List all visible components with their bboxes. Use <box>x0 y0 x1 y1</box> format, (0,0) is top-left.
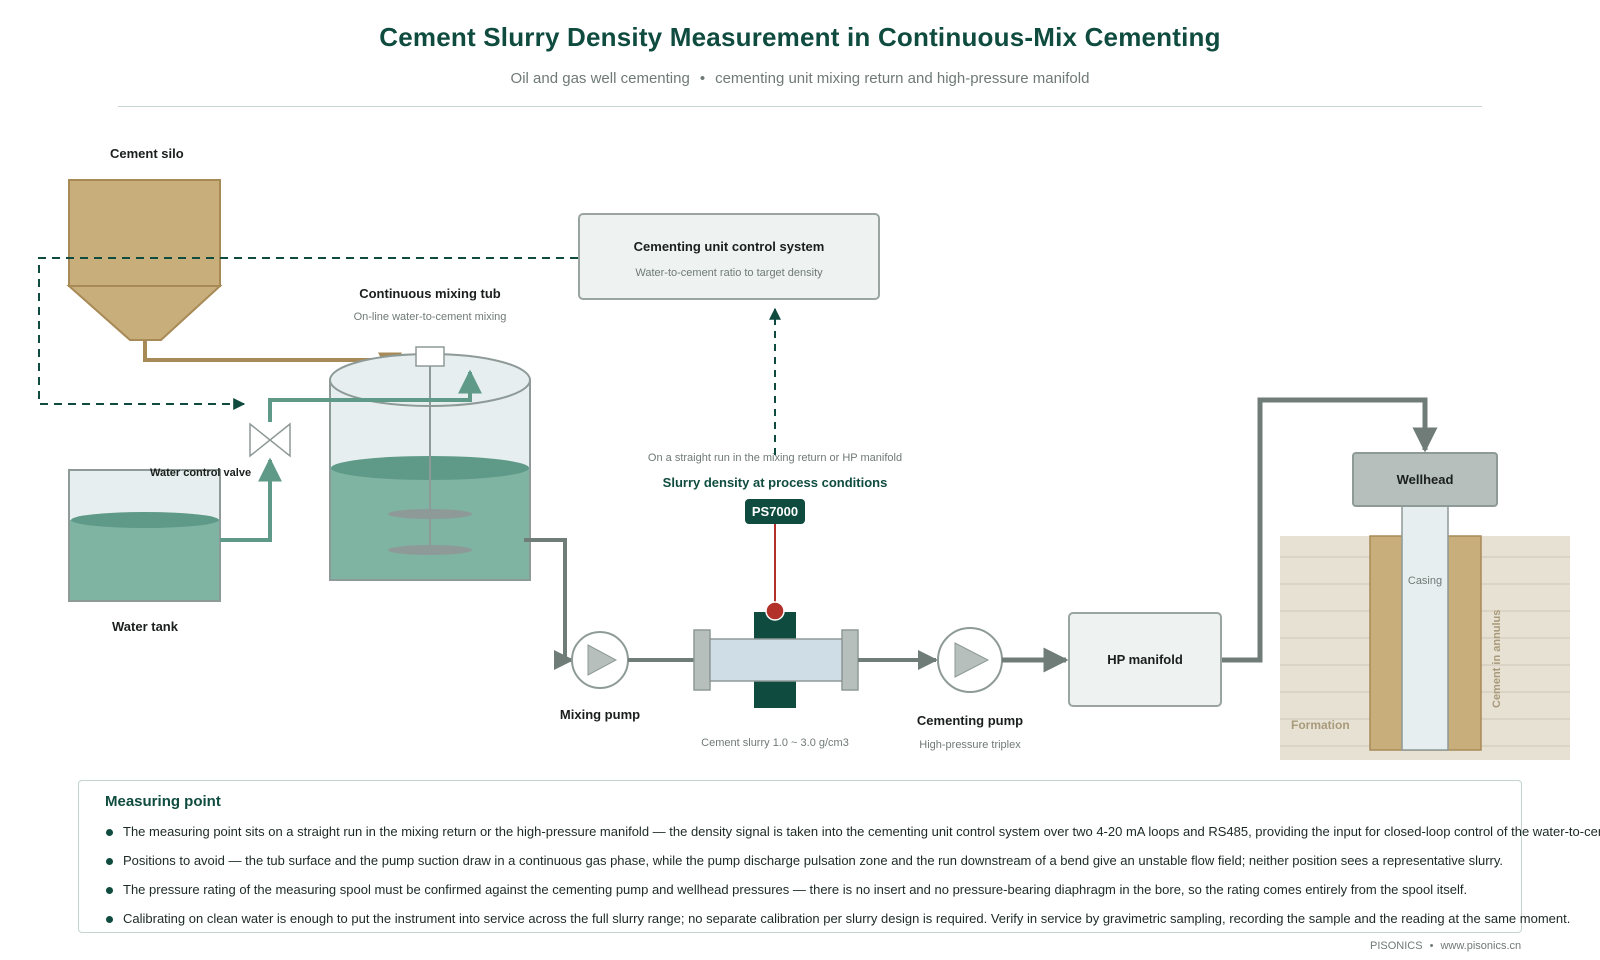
footer-brand: PISONICS <box>1370 940 1423 952</box>
mixing-pump-label: Mixing pump <box>559 707 641 722</box>
measuring-location-note: On a straight run in the mixing return o… <box>647 452 903 464</box>
page-subtitle: Oil and gas well cementing • cementing uni… <box>0 70 1600 87</box>
notes-list: The measuring point sits on a straight r… <box>105 823 1600 939</box>
slurry-range-label: Cement slurry 1.0 ~ 3.0 g/cm3 <box>701 737 849 749</box>
control-system-sublabel: Water-to-cement ratio to target density <box>635 267 823 279</box>
well-formation <box>1280 503 1570 760</box>
mixing-pump <box>571 631 629 689</box>
water-tank-label: Water tank <box>112 619 178 634</box>
note-item: The pressure rating of the measuring spo… <box>105 881 1600 910</box>
tub-outlet-line <box>524 538 574 670</box>
hp-manifold-box: HP manifold <box>1068 612 1222 707</box>
mixing-tub-sublabel: On-line water-to-cement mixing <box>353 311 507 323</box>
note-item: Calibrating on clean water is enough to … <box>105 910 1600 939</box>
footer-separator: • <box>1429 940 1434 952</box>
water-control-valve[interactable] <box>249 422 291 458</box>
note-item: The measuring point sits on a straight r… <box>105 823 1600 852</box>
panel-title: Measuring point <box>105 793 221 810</box>
cementing-pump-label: Cementing pump <box>916 713 1024 728</box>
water-line <box>220 457 282 542</box>
mixing-tub <box>329 346 531 581</box>
subtitle-separator: • <box>699 70 706 87</box>
water-line-to-tub <box>268 369 482 422</box>
subtitle-right: cementing unit mixing return and high-pr… <box>715 70 1090 87</box>
cementing-pump-sublabel: High-pressure triplex <box>919 739 1021 751</box>
cement-silo-label: Cement silo <box>110 146 184 161</box>
wellhead-box: Wellhead <box>1352 452 1498 507</box>
manifold-to-wellhead-line <box>1222 397 1438 663</box>
casing-label: Casing <box>1407 575 1443 587</box>
annulus-label: Cement in annulus <box>1491 609 1503 708</box>
cement-silo <box>66 179 223 341</box>
instrument-badge: PS7000 <box>745 499 805 524</box>
footer-url[interactable]: www.pisonics.cn <box>1440 940 1522 952</box>
mixing-tub-label: Continuous mixing tub <box>359 286 501 301</box>
process-diagram <box>38 179 1570 760</box>
note-item: Positions to avoid — the tub surface and… <box>105 852 1600 881</box>
footer: PISONICS • www.pisonics.cn <box>1370 940 1521 952</box>
subtitle-left: Oil and gas well cementing <box>510 70 690 87</box>
water-valve-label: Water control valve <box>150 467 252 479</box>
water-tank <box>68 469 221 602</box>
measurement-title: Slurry density at process conditions <box>662 475 888 490</box>
measuring-point-panel: Measuring point The measuring point sits… <box>78 780 1600 933</box>
page-title: Cement Slurry Density Measurement in Con… <box>379 22 1221 52</box>
control-system-label: Cementing unit control system <box>633 239 825 254</box>
sensor-point <box>765 601 785 621</box>
control-signal-to-valve <box>38 257 578 410</box>
formation-label: Formation <box>1291 718 1350 732</box>
cementing-pump <box>937 627 1003 693</box>
control-system-box: Cementing unit control system Water-to-c… <box>578 213 880 300</box>
measuring-spool <box>693 612 859 708</box>
header-divider <box>118 106 1482 107</box>
